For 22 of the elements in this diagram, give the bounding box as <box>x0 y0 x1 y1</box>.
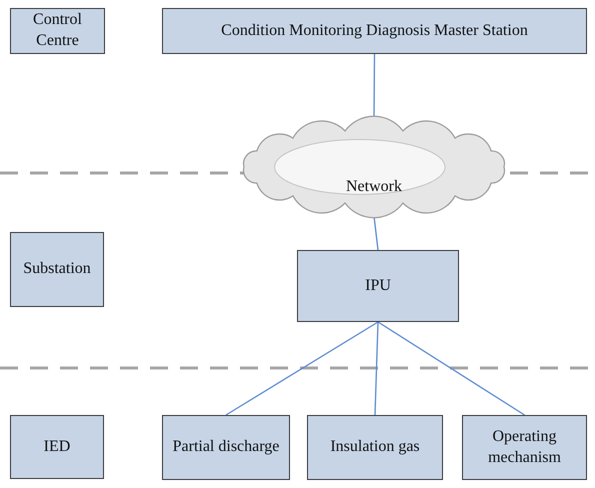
label-box <box>10 415 104 479</box>
connector-line <box>378 321 525 416</box>
connector-line <box>226 321 378 416</box>
node-label: Insulation gas <box>330 437 420 458</box>
label-box <box>307 415 443 480</box>
node-label: Control Centre <box>32 10 83 51</box>
node-label: Partial discharge <box>172 437 280 458</box>
label-box <box>297 250 459 322</box>
connector-line <box>374 322 379 416</box>
label-box <box>162 415 290 480</box>
node-label: Operating mechanism <box>487 426 562 468</box>
node-label: IED <box>44 436 70 457</box>
node-label: Condition Monitoring Diagnosis Master Station <box>221 20 528 41</box>
connector-line <box>373 54 376 118</box>
label-box <box>10 8 105 54</box>
label-box <box>10 232 104 307</box>
connector-line <box>373 216 379 250</box>
label-box <box>462 415 587 480</box>
node-label: IPU <box>365 276 391 296</box>
label-box <box>162 8 587 54</box>
node-label: Network <box>346 176 402 197</box>
node-label: Substation <box>23 259 91 280</box>
